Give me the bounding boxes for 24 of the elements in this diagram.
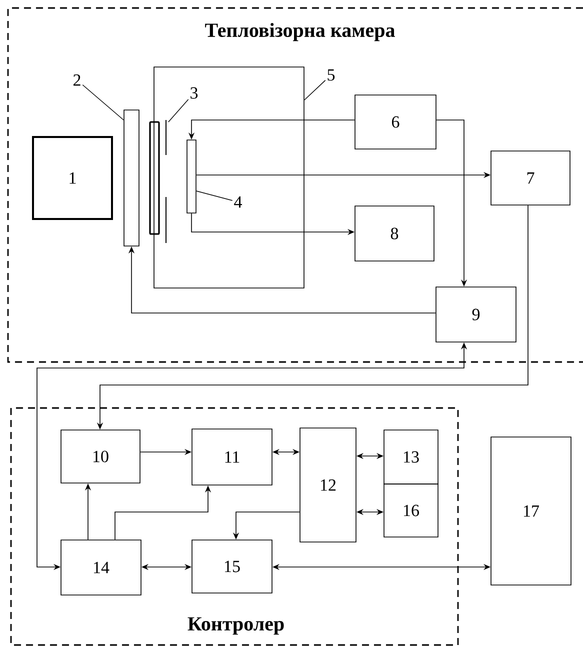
block-box: 7 <box>490 150 570 206</box>
block-box: 17 <box>490 436 572 586</box>
leader-line <box>196 190 233 201</box>
bar <box>124 110 140 246</box>
block-box: 9 <box>436 286 516 342</box>
leader-line <box>82 84 124 120</box>
leader-line <box>304 80 326 100</box>
block-box: 10 <box>60 430 140 484</box>
block-box: 13 <box>384 430 438 484</box>
callout-number: 2 <box>74 74 80 86</box>
block-box: 15 <box>192 540 272 594</box>
block-box: 16 <box>384 484 438 538</box>
callout-number: 3 <box>190 87 198 99</box>
leader-line <box>168 99 189 122</box>
callout-number: 5 <box>328 69 335 81</box>
block-box: 11 <box>192 428 272 486</box>
block-box: 8 <box>354 206 434 262</box>
block-box: 6 <box>354 94 436 150</box>
block-box: 12 <box>300 428 356 542</box>
bar <box>186 140 196 214</box>
callout-number: 4 <box>234 196 242 208</box>
block-box: 1 <box>32 136 113 220</box>
housing-frame <box>154 66 304 288</box>
block-box: 14 <box>60 540 142 596</box>
